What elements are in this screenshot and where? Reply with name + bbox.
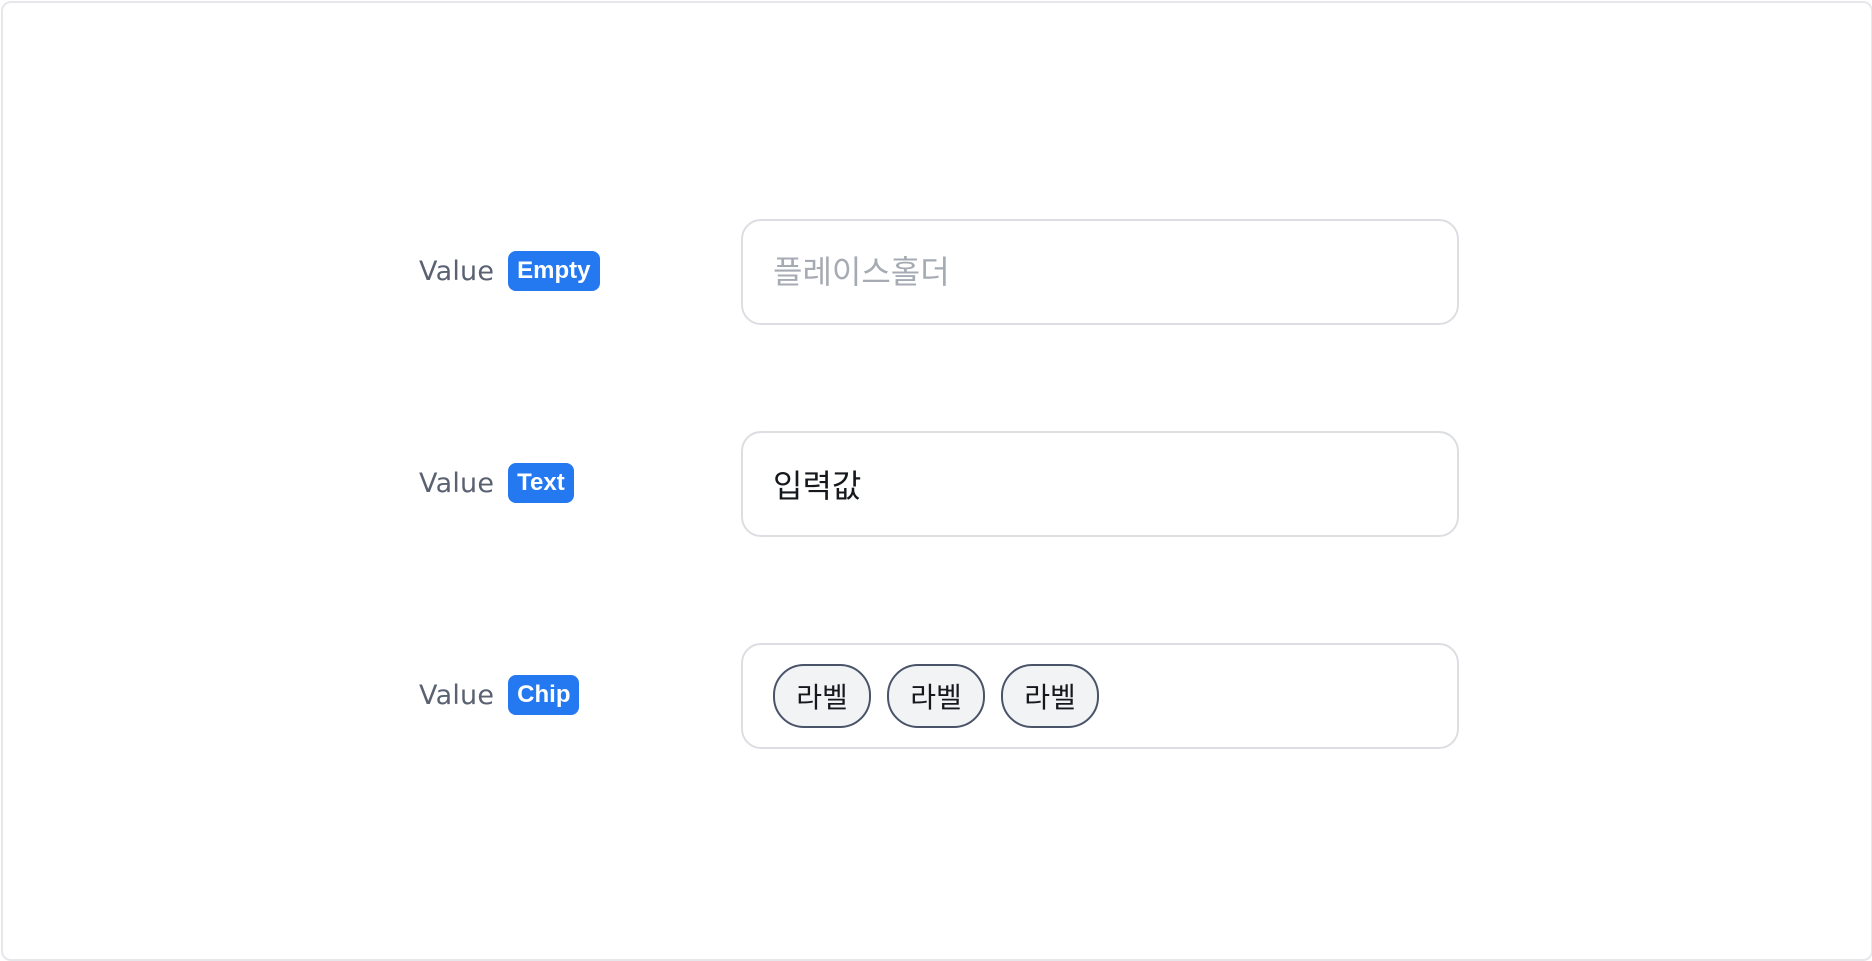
row-empty: Value Empty [3, 219, 1871, 325]
field-value: 입력값 [773, 467, 862, 505]
row-label: Value [419, 255, 495, 287]
row-label-group: Value Empty [419, 219, 600, 323]
row-label: Value [419, 467, 495, 499]
row-label-group: Value Text [419, 431, 574, 535]
chip-field[interactable]: 라벨 라벨 라벨 [741, 643, 1459, 749]
state-badge: Chip [508, 675, 580, 715]
row-chip: Value Chip 라벨 라벨 라벨 [3, 643, 1871, 749]
row-label: Value [419, 679, 495, 711]
state-badge: Text [508, 463, 574, 503]
text-input[interactable] [773, 253, 1427, 291]
row-text: Value Text 입력값 [3, 431, 1871, 537]
text-field-filled[interactable]: 입력값 [741, 431, 1459, 537]
chip-list: 라벨 라벨 라벨 [773, 664, 1099, 728]
state-badge: Empty [508, 251, 600, 291]
text-field-empty[interactable] [741, 219, 1459, 325]
row-label-group: Value Chip [419, 643, 580, 747]
chip[interactable]: 라벨 [887, 664, 985, 728]
chip[interactable]: 라벨 [1001, 664, 1099, 728]
chip[interactable]: 라벨 [773, 664, 871, 728]
